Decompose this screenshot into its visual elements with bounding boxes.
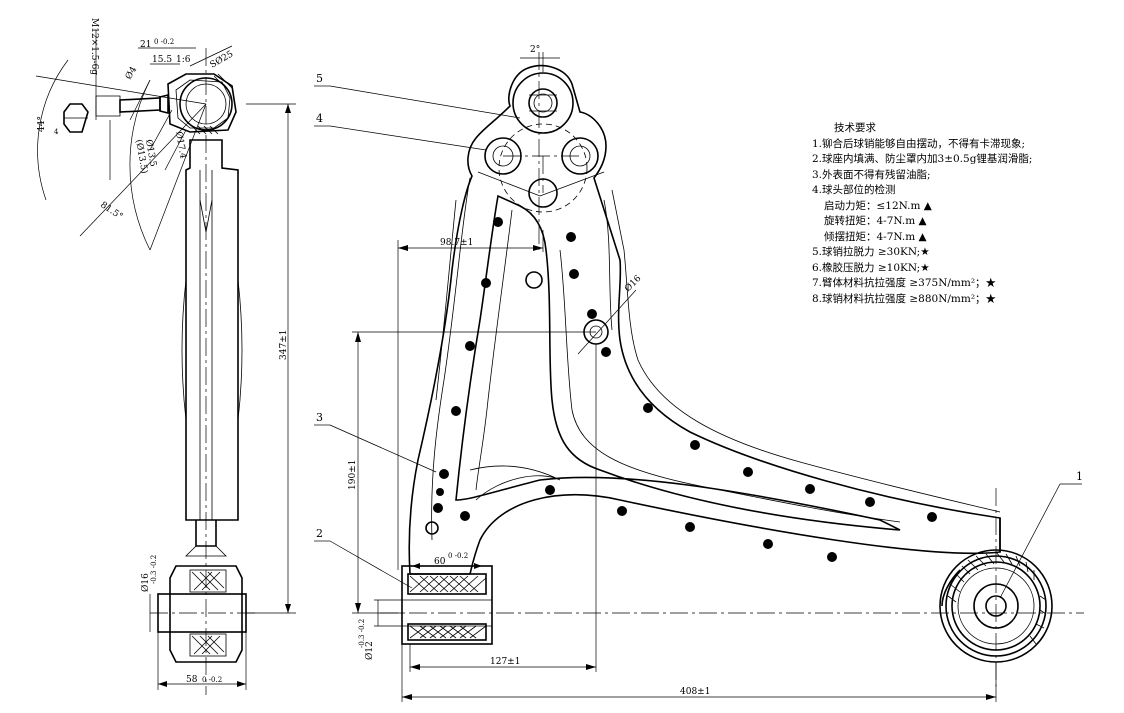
dim-190: 190±1 [348,460,358,490]
dim-16-bushing-tol: -0.3 -0.2 [150,555,158,584]
dim-16-bushing: Ø16 [140,573,151,592]
callout-2: 2 [316,527,323,540]
dim-15-5: 15.5 [152,55,172,65]
ball-housing [167,73,237,133]
dim-98-7: 98.7±1 [440,238,473,248]
ball-head [179,77,233,131]
dim-347: 347±1 [279,330,289,360]
arm-body [185,139,239,521]
dim-2-deg: 2° [530,45,540,55]
ball-joint-head [512,72,574,134]
requirement-1: 1.铆合后球销能够自由摆动，不得有卡滞现象; [812,137,1026,150]
dim-12: Ø12 [364,641,375,660]
thread-label: M12×1.5-6g [89,18,99,75]
small-hole-lower [425,521,439,535]
requirement-4c: 倾摆扭矩：4-7N.m ▲ [824,230,927,243]
callout-3: 3 [316,411,323,424]
plan-view [380,52,1084,690]
nut [63,103,89,133]
dim-sphere-25: SØ25 [208,48,235,70]
dim-diameter-4: Ø4 [123,64,139,81]
dim-12-tol: -0.3 -0.2 [358,619,366,648]
plan-dimensions [314,52,1082,702]
dim-60: 60 [434,557,446,567]
requirement-8: 8.球销材料抗拉强度 ≥880N/mm²；★ [812,292,997,305]
requirement-4: 4.球头部位的检测 [812,184,896,196]
requirement-5: 5.球销拉脱力 ≥30KN;★ [812,246,930,258]
dim-13-5: Ø13.5 [143,139,159,168]
technical-requirements: 技术要求 1.铆合后球销能够自由摆动，不得有卡滞现象; 2.球座内填满、防尘罩内… [812,121,1032,307]
side-view [35,30,296,695]
small-hole-upper [525,271,543,289]
rivet-dots [433,217,937,562]
taper-label: 1:6 [176,55,191,65]
dim-21: 21 [140,40,151,50]
dim-58-tol: 0 -0.2 [202,676,222,684]
side-view-dimensions: 347±1 58 0 -0.2 Ø16 -0.3 -0.2 81.5° 44° … [37,18,289,685]
callout-5: 5 [316,72,323,85]
requirement-4b: 旋转扭矩：4-7N.m ▲ [824,215,927,227]
requirements-title: 技术要求 [834,122,876,134]
bushing [169,565,243,663]
dim-408: 408±1 [680,687,710,697]
callout-4: 4 [316,112,323,125]
bushing-hatch [409,575,487,639]
dim-60-tol: 0 -0.2 [448,552,468,560]
rear-bushing-hatch [947,551,1047,645]
requirement-6: 6.橡胶压脱力 ≥10KN;★ [812,261,930,274]
requirement-2: 2.球座内填满、防尘罩内加3±0.5g锂基润滑脂; [812,153,1033,165]
dim-4: 4 [54,128,59,136]
arm-window [455,194,901,531]
requirement-3: 3.外表面不得有残留油脂; [812,168,931,181]
callout-1: 1 [1076,470,1083,483]
angle-44: 44° [37,116,47,132]
arm-outline [408,64,1001,575]
dim-127: 127±1 [490,657,520,667]
requirement-4a: 启动力矩：≤12N.m ▲ [824,199,932,212]
dim-17-4: Ø17.4 [173,131,189,160]
requirement-7: 7.臂体材料抗拉强度 ≥375N/mm²；★ [812,277,997,289]
dim-21-tol: 0 -0.2 [154,38,174,46]
dim-58: 58 [186,675,198,685]
dim-hole-16: Ø16 [622,273,643,294]
